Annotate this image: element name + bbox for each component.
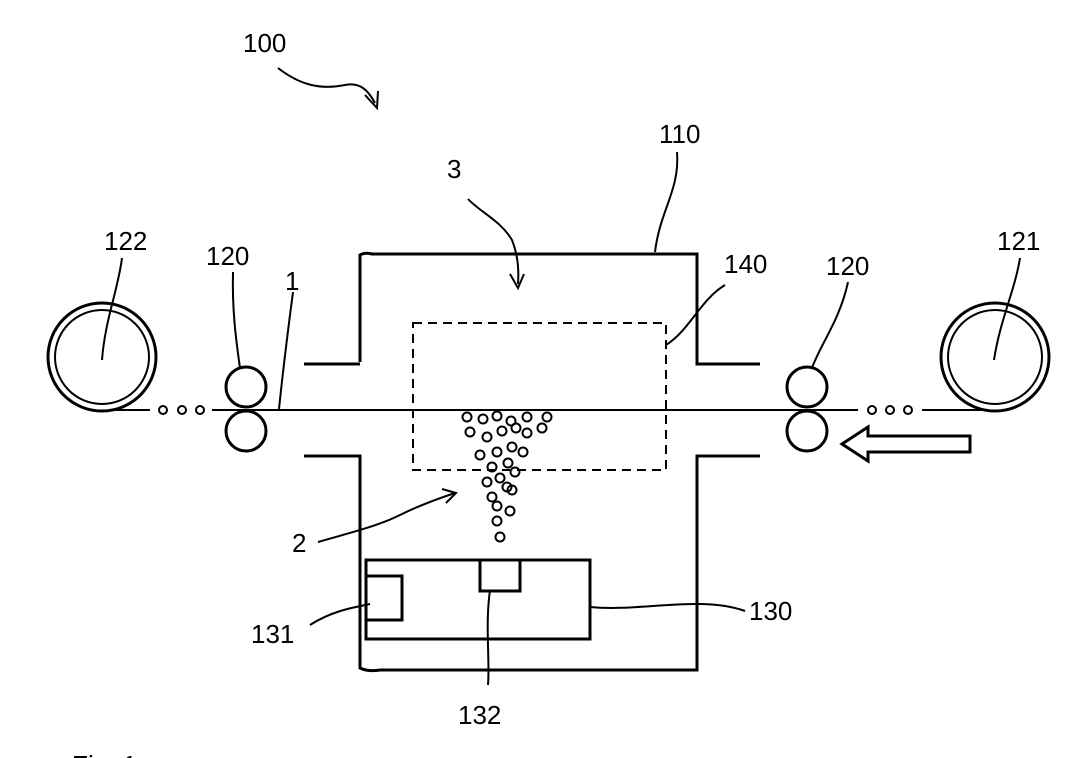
label-120-left: 120 — [206, 241, 249, 271]
label-132: 132 — [458, 700, 501, 730]
label-120-right: 120 — [826, 251, 869, 281]
label-121: 121 — [997, 226, 1040, 256]
leader-120-right — [812, 282, 848, 368]
leader-121 — [994, 258, 1020, 360]
figure-caption: Fig. 1 — [70, 750, 135, 758]
film-continuation-dots-left — [159, 406, 204, 414]
part-131-box — [366, 576, 402, 620]
label-122: 122 — [104, 226, 147, 256]
label-130: 130 — [749, 596, 792, 626]
leader-110 — [655, 152, 677, 252]
arrow-2 — [318, 489, 456, 542]
source-unit-box — [366, 560, 590, 639]
label-110: 110 — [659, 119, 700, 149]
processing-region-box — [413, 323, 666, 470]
label-100: 100 — [243, 28, 286, 58]
part-132-box — [480, 560, 520, 591]
label-131: 131 — [251, 619, 294, 649]
arrow-100 — [278, 68, 378, 108]
leader-122 — [102, 258, 122, 360]
chamber-upper-wall — [304, 253, 760, 364]
particle-stream — [463, 412, 552, 542]
arrow-3 — [468, 199, 524, 288]
feed-direction-arrow — [842, 427, 970, 461]
label-1: 1 — [285, 266, 299, 296]
leader-1 — [279, 292, 293, 409]
leader-130 — [590, 604, 745, 611]
label-3: 3 — [447, 154, 461, 184]
leader-120-left — [233, 272, 240, 368]
label-140: 140 — [724, 249, 767, 279]
film-continuation-dots-right — [868, 406, 912, 414]
label-2: 2 — [292, 528, 306, 558]
